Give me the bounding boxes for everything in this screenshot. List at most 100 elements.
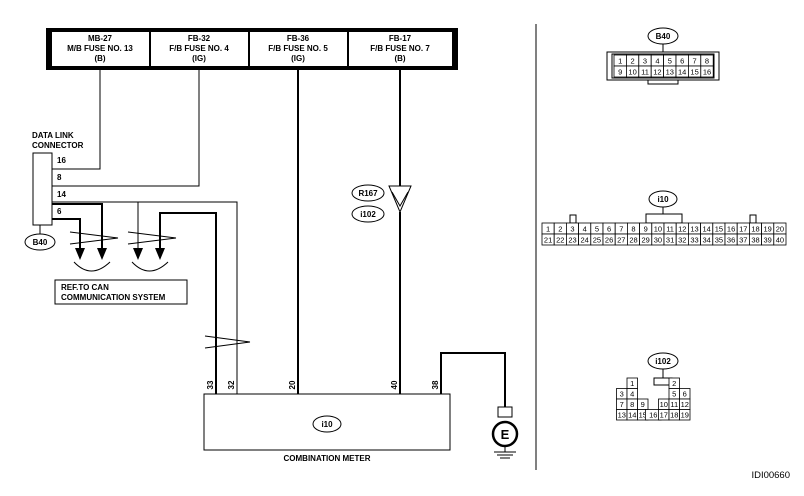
- pin-number: 19: [764, 225, 772, 234]
- pin-number: 3: [643, 57, 647, 66]
- fuse-cell-3: [250, 32, 347, 66]
- pin-number: 30: [654, 236, 662, 245]
- pin-number: 25: [593, 236, 601, 245]
- pin-number: 15: [690, 68, 698, 77]
- pin-number: 39: [764, 236, 772, 245]
- pin-number: 9: [641, 400, 645, 409]
- pin-number: 32: [678, 236, 686, 245]
- pin-number: 10: [660, 400, 668, 409]
- pin-number: 20: [776, 225, 784, 234]
- pin-number: 16: [727, 225, 735, 234]
- fuse-cell-4: [349, 32, 452, 66]
- meter-pin-label: 32: [227, 380, 236, 389]
- pin-number: 16: [649, 411, 657, 420]
- pin-cell: [700, 65, 714, 78]
- pin-number: 11: [666, 225, 674, 234]
- dlc-title: CONNECTOR: [32, 141, 84, 150]
- meter-label: COMBINATION METER: [284, 454, 371, 463]
- fuse-name: F/B FUSE NO. 5: [268, 44, 328, 53]
- combination-meter: 33 32 20 40 38 i10 COMBINATION METER: [203, 380, 451, 463]
- pin-number: 34: [703, 236, 711, 245]
- pin-number: 4: [630, 390, 634, 399]
- pin-number: 35: [715, 236, 723, 245]
- pin-number: 27: [617, 236, 625, 245]
- meter-connector-id: i10: [321, 420, 333, 429]
- dlc-pin-label: 14: [57, 190, 66, 199]
- dlc-pin-label: 6: [57, 207, 62, 216]
- pin-number: 16: [703, 68, 711, 77]
- pin-number: 8: [630, 400, 634, 409]
- down-arrow-icon: [133, 248, 143, 260]
- pin-number: 1: [546, 225, 550, 234]
- pin-number: 33: [690, 236, 698, 245]
- dlc-connector-tag: [24, 233, 56, 251]
- pin-number: 13: [618, 411, 626, 420]
- pin-number: 2: [631, 57, 635, 66]
- pin-cell: [679, 409, 691, 421]
- pin-number: 7: [693, 57, 697, 66]
- pin-number: 2: [558, 225, 562, 234]
- fuse-id: FB-17: [389, 34, 412, 43]
- pin-number: 6: [607, 225, 611, 234]
- pin-number: 7: [620, 400, 624, 409]
- connector-view-title: i102: [655, 357, 671, 366]
- pin-number: 10: [654, 225, 662, 234]
- pin-number: 4: [583, 225, 587, 234]
- pin-number: 5: [595, 225, 599, 234]
- connector-id: i102: [360, 210, 376, 219]
- pin-number: 15: [639, 411, 647, 420]
- pin-number: 14: [703, 225, 711, 234]
- pin-number: 14: [628, 411, 636, 420]
- pin-number: 28: [629, 236, 637, 245]
- pin-number: 11: [641, 68, 649, 77]
- dlc-pin-label: 8: [57, 173, 62, 182]
- pin-number: 17: [660, 411, 668, 420]
- pin-number: 31: [666, 236, 674, 245]
- can-reference-box: REF.TO CAN COMMUNICATION SYSTEM: [54, 279, 188, 305]
- pin-number: 8: [705, 57, 709, 66]
- pin-number: 29: [642, 236, 650, 245]
- pin-number: 40: [776, 236, 784, 245]
- dlc-title: DATA LINK: [32, 131, 74, 140]
- dlc-pin-label: 16: [57, 156, 66, 165]
- dlc-connector-id: B40: [33, 238, 48, 247]
- pin-number: 7: [619, 225, 623, 234]
- can-ref-text: REF.TO CAN: [61, 283, 109, 292]
- fuse-supply: (IG): [291, 54, 305, 63]
- pin-number: 23: [568, 236, 576, 245]
- pin-number: 3: [570, 225, 574, 234]
- fuse-supply: (IG): [192, 54, 206, 63]
- pin-number: 21: [544, 236, 552, 245]
- connector-symbol-icon: [388, 185, 412, 214]
- pin-number: 13: [690, 225, 698, 234]
- down-arrow-icon: [75, 248, 85, 260]
- meter-pin-label: 20: [288, 380, 297, 389]
- fuse-cell-1: [52, 32, 149, 66]
- fuse-id: FB-32: [188, 34, 211, 43]
- connector-view-title: i10: [657, 195, 669, 204]
- pin-number: 36: [727, 236, 735, 245]
- inline-connector: R167 i102: [351, 184, 412, 223]
- pin-number: 9: [618, 68, 622, 77]
- ground: E: [491, 406, 519, 459]
- pin-number: 19: [681, 411, 689, 420]
- meter-connector-tag: [312, 415, 342, 433]
- pin-number: 12: [653, 68, 661, 77]
- dlc-body: [32, 152, 53, 226]
- pin-number: 8: [631, 225, 635, 234]
- pin-number: 9: [644, 225, 648, 234]
- pin-number: 2: [672, 379, 676, 388]
- can-ref-text: COMMUNICATION SYSTEM: [61, 293, 166, 302]
- pin-number: 3: [620, 390, 624, 399]
- pin-number: 1: [630, 379, 634, 388]
- can-arrows-left: [69, 231, 119, 272]
- ground-label: E: [501, 427, 510, 442]
- fuse-name: F/B FUSE NO. 7: [370, 44, 430, 53]
- connector-tag: [351, 184, 385, 202]
